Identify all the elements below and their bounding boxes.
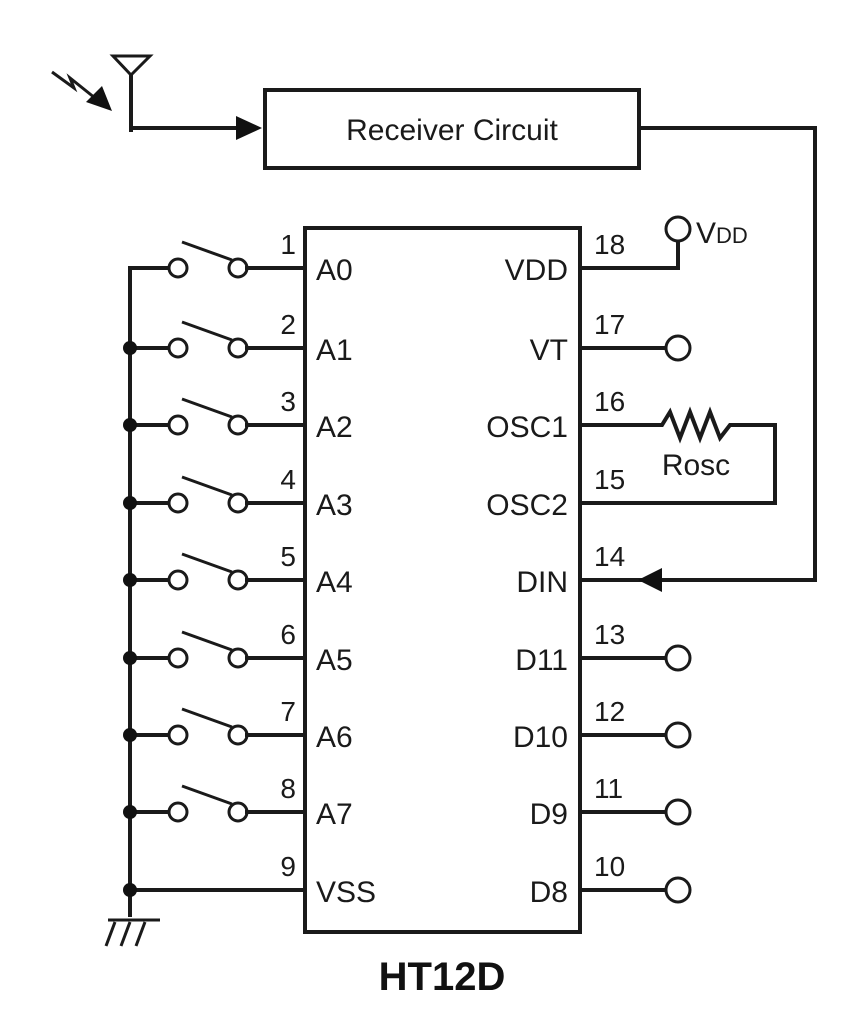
ic-title: HT12D (379, 955, 506, 999)
pin-number: 5 (280, 541, 296, 572)
receiver-circuit-label: Receiver Circuit (346, 114, 558, 147)
pin-label: A2 (316, 411, 353, 444)
vdd-supply-label: VDD (696, 217, 748, 250)
pin-number: 9 (280, 851, 296, 882)
switch-icon (167, 320, 249, 359)
pin-number: 8 (280, 773, 296, 804)
terminal-icon (664, 334, 692, 362)
pin-number: 2 (280, 309, 296, 340)
pin-number: 14 (594, 541, 625, 572)
pin-label: VDD (505, 254, 568, 287)
junction-dot (123, 805, 137, 819)
switch-icon (167, 475, 249, 514)
pin-label: A1 (316, 334, 353, 367)
pin-label: D8 (530, 876, 568, 909)
terminal-icon (664, 798, 692, 826)
switch-icon (167, 397, 249, 436)
terminal-icon (664, 876, 692, 904)
rf-signal-icon (51, 70, 112, 111)
pin-number: 13 (594, 619, 625, 650)
pin-a5: 6A5 (123, 619, 353, 677)
vdd-supply: VDD (578, 215, 748, 270)
terminal-icon (664, 721, 692, 749)
junction-dot (123, 651, 137, 665)
pin-label: VSS (316, 876, 376, 909)
pin-number: 3 (280, 386, 296, 417)
arrow-icon (236, 116, 262, 140)
pin-a2: 3A2 (123, 386, 353, 444)
pin-a6: 7A6 (123, 696, 353, 754)
rosc-resistor: Rosc (578, 406, 777, 505)
pin-label: A5 (316, 644, 353, 677)
pin-a4: 5A4 (123, 541, 353, 599)
pin-label: A3 (316, 489, 353, 522)
pin-label: A6 (316, 721, 353, 754)
junction-dot (123, 728, 137, 742)
pin-label: A0 (316, 254, 353, 287)
pin-number: 1 (280, 229, 296, 260)
rosc-label: Rosc (662, 449, 730, 482)
pin-label: D10 (513, 721, 568, 754)
pin-label: D11 (515, 644, 568, 677)
switch-icon (167, 707, 249, 746)
pin-label: OSC2 (486, 489, 568, 522)
pin-number: 6 (280, 619, 296, 650)
junction-dot (123, 573, 137, 587)
pin-a7: 8A7 (123, 773, 353, 831)
pin-number: 12 (594, 696, 625, 727)
pin-number: 15 (594, 464, 625, 495)
pin-number: 7 (280, 696, 296, 727)
switch-icon (167, 630, 249, 669)
pin-number: 4 (280, 464, 296, 495)
junction-dot (123, 418, 137, 432)
antenna-icon (109, 54, 154, 132)
pin-number: 16 (594, 386, 625, 417)
pin-number: 18 (594, 229, 625, 260)
switch-icon (167, 240, 249, 279)
pin-label: DIN (516, 566, 568, 599)
pin-label: A4 (316, 566, 353, 599)
junction-dot (123, 883, 137, 897)
pin-number: 10 (594, 851, 625, 882)
junction-dot (123, 496, 137, 510)
receiver-output-wire (578, 126, 817, 582)
pin-number: 11 (594, 773, 623, 804)
terminal-icon (664, 644, 692, 672)
pin-label: A7 (316, 798, 353, 831)
pin-label: VT (530, 334, 568, 367)
din-arrow-icon (638, 568, 662, 592)
switch-icon (167, 784, 249, 823)
pin-a1: 2A1 (123, 309, 353, 367)
pin-number: 17 (594, 309, 625, 340)
switch-icon (167, 552, 249, 591)
ground-icon (104, 918, 160, 947)
pin-a0: 1A0 (128, 229, 353, 287)
pin-a3: 4A3 (123, 464, 353, 522)
pin-label: OSC1 (486, 411, 568, 444)
junction-dot (123, 341, 137, 355)
pin-label: D9 (530, 798, 568, 831)
